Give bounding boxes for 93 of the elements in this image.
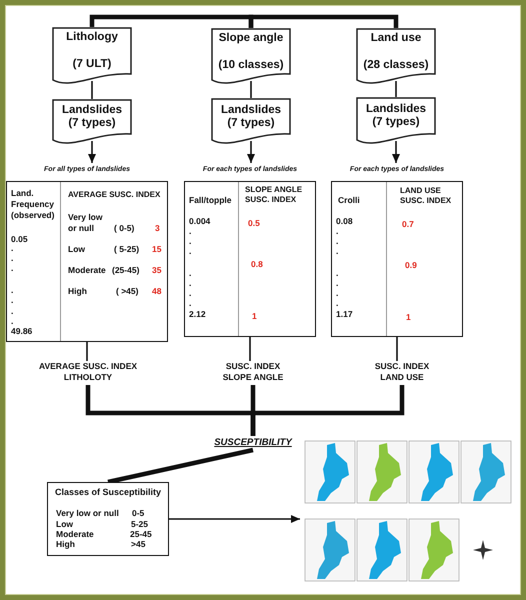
- connector-line: [396, 337, 398, 361]
- table-value: 1.17: [336, 309, 354, 320]
- index-value: 1: [406, 312, 412, 323]
- arrow: [247, 141, 255, 163]
- node-text: Slope angle: [218, 32, 284, 44]
- connector-line: [249, 337, 251, 361]
- table-value: .: [11, 263, 14, 274]
- column-header: Fall/topple: [189, 195, 232, 206]
- index-value: 15: [152, 244, 162, 255]
- class-text: High: [56, 539, 76, 550]
- table-value: ( 5-25): [114, 244, 140, 255]
- table-value: .: [11, 316, 14, 327]
- table-value: 0.004: [189, 216, 212, 227]
- column-header: Land. Frequency (observed): [11, 188, 56, 221]
- column-header: Crolli: [338, 195, 361, 206]
- table-value: .: [336, 246, 340, 257]
- index-value: 1: [252, 311, 258, 322]
- class-text: 25-45: [130, 529, 153, 540]
- table-value: (25-45): [112, 265, 140, 276]
- connector-line: [91, 81, 93, 99]
- index-value: 48: [152, 286, 162, 297]
- connector-line: [250, 81, 252, 98]
- table-value: .: [11, 306, 14, 317]
- table-value: .: [189, 246, 192, 257]
- document-shape: [356, 97, 436, 147]
- table-value: .: [189, 268, 192, 279]
- table-value: .: [336, 226, 340, 237]
- arrow: [88, 141, 96, 163]
- output-label: AVERAGE SUSC. INDEX LITHOLOTY: [28, 361, 148, 385]
- table-value: .: [336, 278, 340, 289]
- connector-line: [250, 385, 404, 436]
- index-value: 0.9: [405, 260, 418, 271]
- table-value: ( 0-5): [114, 223, 136, 234]
- table-value: .: [336, 268, 340, 279]
- table-value: .: [336, 288, 340, 299]
- node-text: (28 classes): [363, 58, 429, 72]
- column-header: LAND USE SUSC. INDEX: [400, 186, 452, 205]
- arrow: [392, 141, 400, 163]
- table-value: .: [189, 288, 192, 299]
- output-label: SUSC. INDEX SLOPE ANGLE: [216, 361, 290, 385]
- index-value: 0.8: [251, 259, 264, 270]
- table-value: .: [189, 236, 192, 247]
- node-text: Landslides (7 types): [220, 104, 282, 130]
- node-text: (10 classes): [218, 58, 284, 72]
- table-value: .: [336, 236, 340, 247]
- table-value: .: [189, 298, 192, 309]
- column-header: SLOPE ANGLE SUSC. INDEX: [245, 185, 304, 204]
- class-text: Low: [56, 519, 74, 530]
- table-value: 0.05: [11, 234, 29, 245]
- output-label: SUSC. INDEX LAND USE: [371, 361, 433, 385]
- table-value: 0.08: [336, 216, 354, 227]
- node-text: Land use: [370, 32, 422, 44]
- connector-line: [395, 81, 397, 97]
- table-value: 49.86: [11, 326, 34, 337]
- table-value: Low: [68, 244, 86, 255]
- table-value: Moderate: [68, 265, 107, 276]
- classes-box: [47, 482, 169, 556]
- index-value: 0.7: [402, 219, 415, 230]
- index-value: 3: [155, 223, 161, 234]
- class-text: Very low or null: [56, 508, 120, 519]
- table-value: .: [11, 243, 14, 254]
- table-value: Very low or null: [68, 212, 104, 234]
- document-shape: [356, 28, 436, 87]
- susceptibility-heading: SUSCEPTIBILITY: [210, 436, 296, 450]
- node-text: Lithology: [66, 31, 118, 44]
- connector-line: [108, 448, 254, 484]
- table-value: .: [11, 285, 14, 296]
- column-header: AVERAGE SUSC. INDEX: [68, 190, 162, 200]
- class-text: Moderate: [56, 529, 95, 540]
- table-value: .: [11, 253, 14, 264]
- table-value: .: [189, 278, 192, 289]
- document-shape: [211, 28, 291, 87]
- document-shape: [211, 98, 291, 147]
- box-heading: Classes of Susceptibility: [55, 487, 162, 498]
- index-value: 0.5: [248, 218, 261, 229]
- index-value: 35: [152, 265, 162, 276]
- table-value: .: [336, 298, 340, 309]
- node-text: (7 ULT): [72, 58, 112, 71]
- table-value: .: [11, 295, 14, 306]
- table-value: .: [189, 226, 192, 237]
- node-text: Landslides (7 types): [364, 103, 428, 129]
- arrow: [169, 515, 300, 523]
- class-text: 5-25: [131, 519, 150, 530]
- document-shape: [52, 99, 132, 147]
- class-text: >45: [131, 539, 146, 550]
- connector-line: [248, 14, 398, 28]
- connector-line: [86, 342, 88, 361]
- node-text: Landslides (7 types): [60, 104, 124, 130]
- table-value: 2.12: [189, 309, 207, 320]
- table-value: High: [68, 286, 88, 297]
- class-text: 0-5: [132, 508, 146, 519]
- table-value: ( >45): [116, 286, 140, 297]
- document-shape: [52, 27, 132, 87]
